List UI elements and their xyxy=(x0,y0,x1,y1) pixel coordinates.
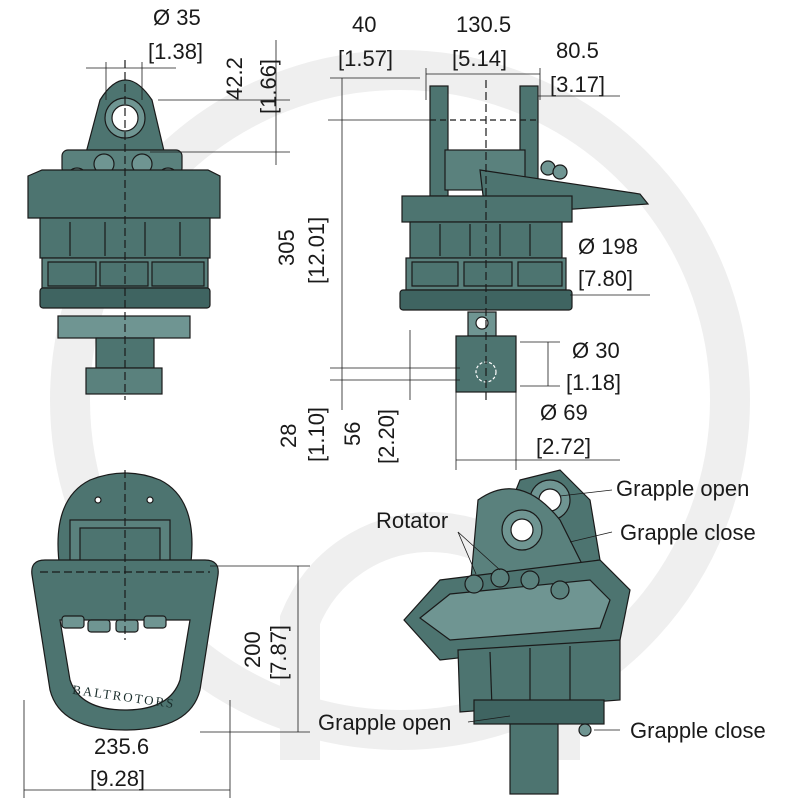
pin-height-mm: 42.2 xyxy=(222,57,247,100)
callout-grapple-open-bottom: Grapple open xyxy=(318,710,452,735)
callout-leaders xyxy=(457,489,620,731)
pin-diameter-mm: Ø 35 xyxy=(153,5,201,30)
pin-diameter-in: [1.38] xyxy=(148,39,204,64)
total-height-mm: 305 xyxy=(274,229,299,266)
guard-height-in: [7.87] xyxy=(266,624,291,680)
shaft-length-mm: 56 xyxy=(340,421,365,446)
bracket-height-in: [5.14] xyxy=(452,46,508,71)
bolt-diameter-mm: Ø 30 xyxy=(572,338,620,363)
front-dimensions xyxy=(86,40,290,165)
guard-width-in: [9.28] xyxy=(90,766,146,791)
bolt-diameter-in: [1.18] xyxy=(566,370,622,395)
callout-grapple-open-top: Grapple open xyxy=(616,476,750,501)
housing-diameter-in: [7.80] xyxy=(578,266,634,291)
front-view xyxy=(27,60,221,400)
isometric-view xyxy=(403,469,631,795)
total-height-in: [12.01] xyxy=(304,216,329,284)
bracket-width-mm: 80.5 xyxy=(556,38,599,63)
housing-diameter-mm: Ø 198 xyxy=(578,234,638,259)
shaft-offset-mm: 28 xyxy=(276,423,301,448)
offset-mm: 40 xyxy=(352,12,377,37)
pin-height-in: [1.66] xyxy=(256,58,281,114)
guard-width-mm: 235.6 xyxy=(94,734,150,759)
callout-grapple-close-top: Grapple close xyxy=(620,520,756,545)
shaft-offset-in: [1.10] xyxy=(304,406,329,462)
top-view-dimensions xyxy=(23,565,310,798)
top-view xyxy=(31,470,219,731)
hose-fittings xyxy=(61,615,167,633)
guard-height-mm: 200 xyxy=(240,631,265,668)
side-dimensions xyxy=(328,68,650,470)
offset-in: [1.57] xyxy=(338,46,394,71)
shaft-diameter-in: [2.72] xyxy=(536,434,592,459)
shaft-diameter-mm: Ø 69 xyxy=(540,400,588,425)
side-view xyxy=(399,80,650,400)
bracket-height-mm: 130.5 xyxy=(456,12,512,37)
shaft-length-in: [2.20] xyxy=(374,408,399,464)
callout-rotator: Rotator xyxy=(376,508,449,533)
bracket-width-in: [3.17] xyxy=(550,72,606,97)
callout-grapple-close-bottom: Grapple close xyxy=(630,718,766,743)
